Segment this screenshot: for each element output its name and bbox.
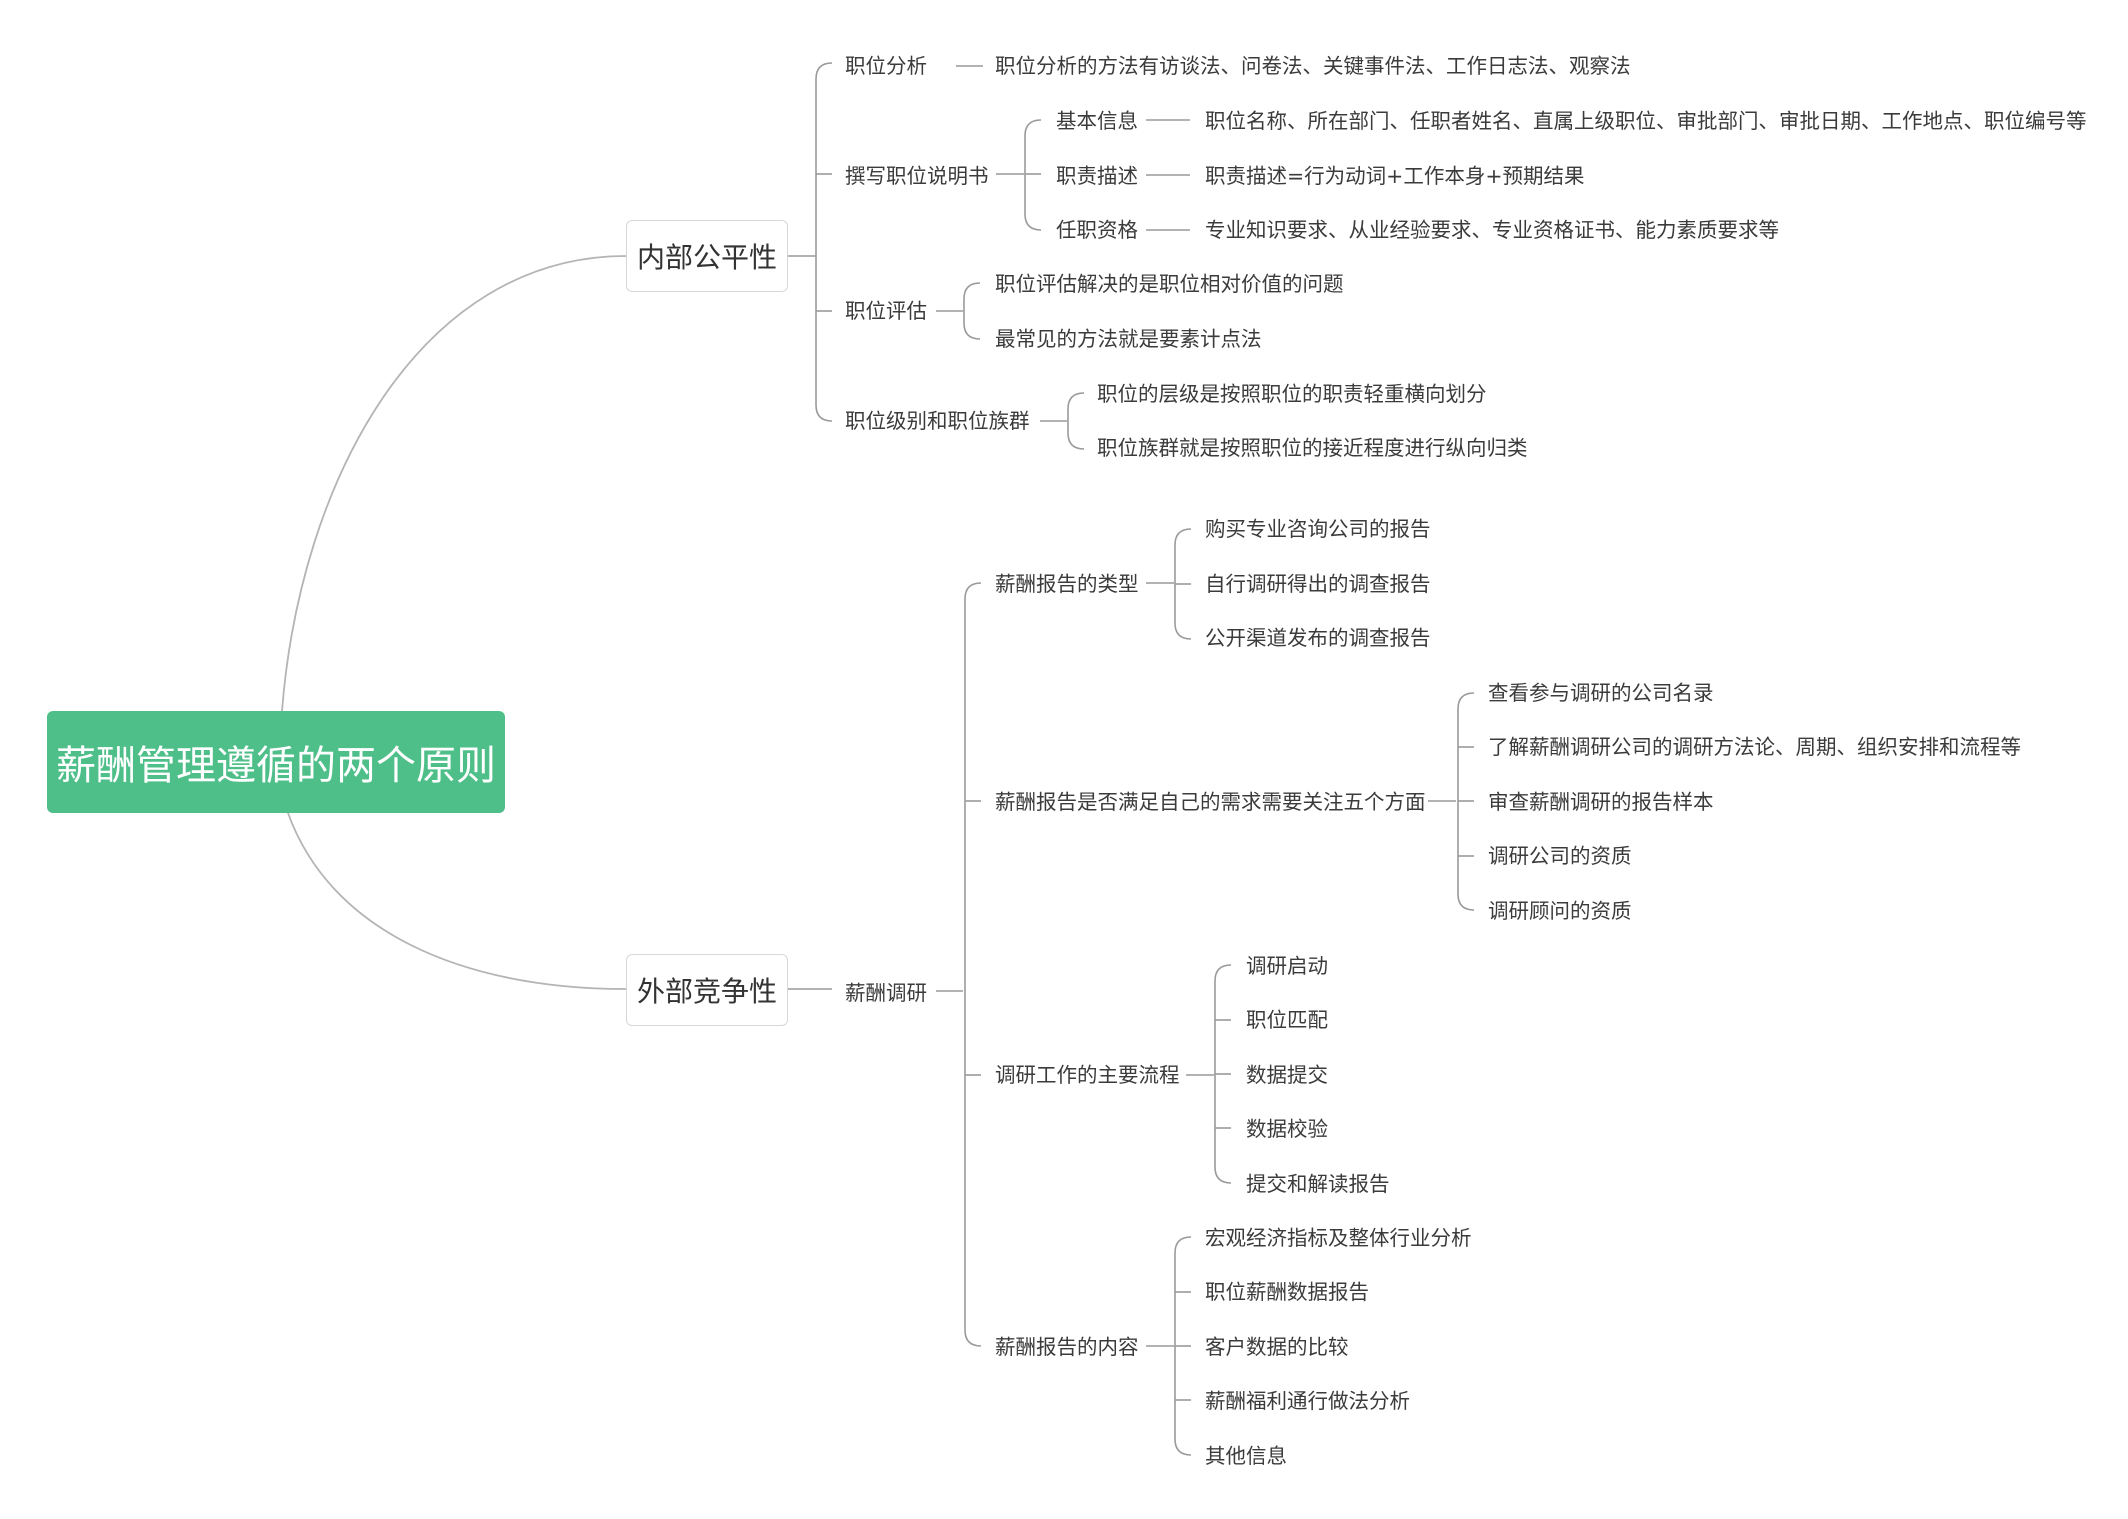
topic-content-item[interactable]: 职位薪酬数据报告 xyxy=(1205,1280,1369,1304)
topic-report-type-item[interactable]: 公开渠道发布的调查报告 xyxy=(1205,626,1431,650)
topic-process-step[interactable]: 提交和解读报告 xyxy=(1246,1172,1390,1196)
topic-basic-info-detail[interactable]: 职位名称、所在部门、任职者姓名、直属上级职位、审批部门、审批日期、工作地点、职位… xyxy=(1205,109,2087,133)
topic-aspect-item[interactable]: 调研公司的资质 xyxy=(1488,844,1632,868)
root-topic[interactable]: 薪酬管理遵循的两个原则 xyxy=(47,711,505,813)
topic-job-description[interactable]: 撰写职位说明书 xyxy=(845,164,989,188)
topic-process-step[interactable]: 职位匹配 xyxy=(1246,1008,1328,1032)
topic-content-item[interactable]: 客户数据的比较 xyxy=(1205,1335,1349,1359)
branch-external-competitiveness[interactable]: 外部竞争性 xyxy=(626,954,788,1026)
topic-aspect-item[interactable]: 查看参与调研的公司名录 xyxy=(1488,681,1714,705)
topic-aspect-item[interactable]: 了解薪酬调研公司的调研方法论、周期、组织安排和流程等 xyxy=(1488,735,2021,759)
topic-job-analysis-methods[interactable]: 职位分析的方法有访谈法、问卷法、关键事件法、工作日志法、观察法 xyxy=(995,54,1631,78)
topic-report-content[interactable]: 薪酬报告的内容 xyxy=(995,1335,1139,1359)
topic-job-levels-item[interactable]: 职位的层级是按照职位的职责轻重横向划分 xyxy=(1097,382,1487,406)
topic-report-types[interactable]: 薪酬报告的类型 xyxy=(995,572,1139,596)
topic-content-item[interactable]: 薪酬福利通行做法分析 xyxy=(1205,1389,1410,1413)
topic-basic-info[interactable]: 基本信息 xyxy=(1056,109,1138,133)
topic-job-evaluation-item[interactable]: 最常见的方法就是要素计点法 xyxy=(995,327,1262,351)
topic-aspect-item[interactable]: 调研顾问的资质 xyxy=(1488,899,1632,923)
topic-process-step[interactable]: 数据提交 xyxy=(1246,1063,1328,1087)
topic-report-type-item[interactable]: 自行调研得出的调查报告 xyxy=(1205,572,1431,596)
topic-aspect-item[interactable]: 审查薪酬调研的报告样本 xyxy=(1488,790,1714,814)
topic-report-type-item[interactable]: 购买专业咨询公司的报告 xyxy=(1205,517,1431,541)
topic-qualifications-detail[interactable]: 专业知识要求、从业经验要求、专业资格证书、能力素质要求等 xyxy=(1205,218,1779,242)
topic-content-item[interactable]: 宏观经济指标及整体行业分析 xyxy=(1205,1226,1472,1250)
topic-job-evaluation[interactable]: 职位评估 xyxy=(845,299,927,323)
branch-internal-equity[interactable]: 内部公平性 xyxy=(626,220,788,292)
topic-job-levels-item[interactable]: 职位族群就是按照职位的接近程度进行纵向归类 xyxy=(1097,436,1528,460)
topic-job-levels[interactable]: 职位级别和职位族群 xyxy=(845,409,1030,433)
topic-duty-description[interactable]: 职责描述 xyxy=(1056,164,1138,188)
topic-process-step[interactable]: 数据校验 xyxy=(1246,1117,1328,1141)
topic-survey-process[interactable]: 调研工作的主要流程 xyxy=(995,1063,1180,1087)
topic-salary-survey[interactable]: 薪酬调研 xyxy=(845,981,927,1005)
topic-duty-description-detail[interactable]: 职责描述=行为动词+工作本身+预期结果 xyxy=(1205,164,1585,188)
topic-process-step[interactable]: 调研启动 xyxy=(1246,954,1328,978)
topic-job-analysis[interactable]: 职位分析 xyxy=(845,54,927,78)
topic-content-item[interactable]: 其他信息 xyxy=(1205,1444,1287,1468)
topic-job-evaluation-item[interactable]: 职位评估解决的是职位相对价值的问题 xyxy=(995,272,1344,296)
topic-qualifications[interactable]: 任职资格 xyxy=(1056,218,1138,242)
topic-five-aspects[interactable]: 薪酬报告是否满足自己的需求需要关注五个方面 xyxy=(995,790,1426,814)
